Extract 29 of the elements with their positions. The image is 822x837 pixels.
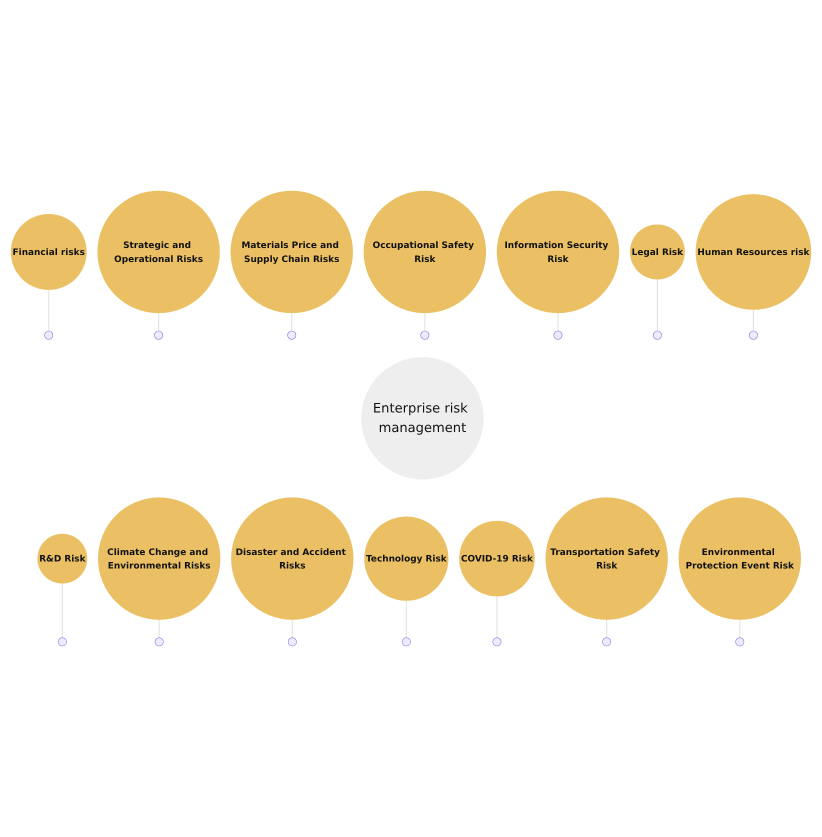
node-circle	[459, 520, 535, 597]
node-circle	[420, 330, 430, 340]
node-circle	[364, 190, 486, 314]
node-circle	[735, 638, 744, 646]
node-circle	[554, 330, 562, 340]
node-circle	[287, 330, 296, 340]
node-circle	[602, 638, 612, 646]
node-circle	[652, 330, 662, 340]
node-circle	[545, 498, 668, 620]
node-circle	[97, 190, 220, 314]
node-circle	[154, 638, 164, 646]
node-circle	[678, 498, 802, 620]
node-circle	[44, 330, 54, 340]
node-circle	[630, 224, 685, 280]
node-circle	[696, 194, 812, 310]
node-circle	[230, 190, 353, 314]
node-circle	[10, 214, 87, 290]
node-circle	[492, 638, 502, 646]
node-circle	[364, 516, 448, 601]
node-circle	[288, 638, 297, 646]
risk-diagram: Enterprise risk management Financial risks Strategic and Operational Risks Materials Price and Supply Chain Risks Occupational Safety Risk Information Security Risk Legal Risk Human Resources risk R&D Risk Climate Change and Environmental Risks Disaster and Accident Risks Technology Risk COVID-19 Risk Transportation Safety Risk Environmental Protection Event Risk	[6, 186, 816, 651]
node-circle	[231, 498, 354, 620]
node-circle	[154, 330, 164, 340]
node-circle	[496, 190, 620, 314]
node-circle	[402, 638, 411, 646]
node-circle	[37, 534, 88, 584]
node-circle	[748, 330, 758, 340]
node-circle	[58, 638, 67, 646]
node-circle	[98, 498, 220, 620]
